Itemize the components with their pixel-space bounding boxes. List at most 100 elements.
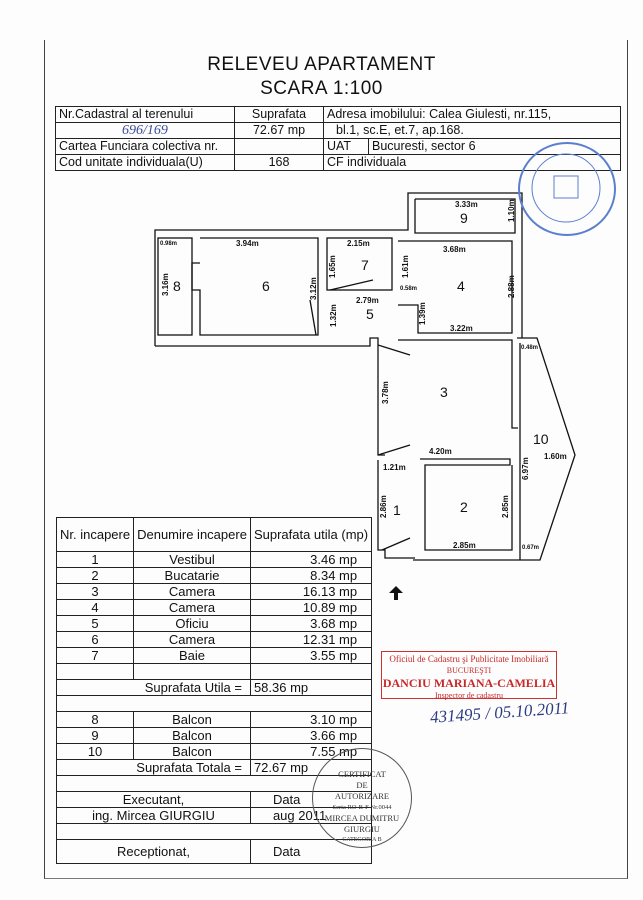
room-name: Vestibul — [133, 551, 251, 568]
header-name: Denumire incapere — [133, 517, 251, 552]
page-frame — [44, 40, 628, 879]
address-line1: Adresa imobilului: Calea Giulesti, nr.11… — [323, 106, 621, 123]
header-area: Suprafata utila (mp) — [249, 517, 373, 552]
util-surface-label: Suprafata Utila = — [56, 679, 251, 696]
room-2-walls — [420, 458, 513, 551]
stamp-line: MIRCEA DUMITRU — [324, 813, 400, 823]
room-nr: 1 — [55, 551, 135, 568]
stamp-line: BUCUREŞTI — [446, 666, 492, 675]
room-nr: 9 — [55, 727, 135, 744]
room-area: 3.10 mp — [249, 711, 373, 728]
dimension: 1.32m — [329, 304, 338, 327]
room-label: 9 — [460, 210, 468, 226]
authorization-stamp: CERTIFICAT DE AUTORIZARE Seria RO-B-F Nr… — [312, 748, 412, 848]
surface-value: 72.67 mp — [234, 122, 324, 139]
room-nr: 6 — [55, 631, 135, 648]
room-name: Balcon — [133, 743, 251, 760]
room-label: 6 — [262, 278, 270, 294]
document-scale: SCARA 1:100 — [260, 78, 383, 99]
room-area: 3.46 mp — [249, 551, 373, 568]
dimension: 3.68m — [443, 245, 466, 254]
dimension: 2.15m — [347, 239, 370, 248]
room-nr: 7 — [55, 647, 135, 664]
dimension: 3.33m — [455, 200, 478, 209]
stamp-line: CERTIFICAT — [338, 769, 386, 779]
dimension: 3.78m — [381, 381, 390, 404]
room-area: 16.13 mp — [249, 583, 373, 600]
room-area: 12.31 mp — [249, 631, 373, 648]
dimension: 2.79m — [356, 296, 379, 305]
room-numbers: 1 2 3 4 5 6 7 8 9 10 — [173, 210, 549, 518]
stamp-line: Seria RO-B-F Nr.0044 — [332, 804, 392, 811]
dimension-labels: 3.33m 1.10m 0.98m 3.94m 2.15m 3.68m 1.65… — [160, 199, 567, 551]
ocpi-stamp: Oficiul de Cadastru şi Publicitate Imobi… — [381, 651, 557, 700]
room-name: Oficiu — [133, 615, 251, 632]
walls — [154, 192, 576, 561]
dimension: 0.98m — [160, 241, 177, 247]
total-surface-label: Suprafata Totala = — [56, 759, 251, 776]
room-nr: 5 — [55, 615, 135, 632]
dimension: 0.58m — [400, 286, 417, 292]
room-nr: 4 — [55, 599, 135, 616]
receptionat-date-label: Data — [249, 839, 373, 864]
dimension: 1.10m — [507, 199, 516, 222]
receptionat-label: Receptionat, — [56, 839, 251, 864]
stamp-line: AUTORIZARE — [334, 791, 390, 801]
executant-name: ing. Mircea GIURGIU — [56, 807, 251, 824]
document-title: RELEVEU APARTAMENT — [207, 54, 436, 75]
room-label: 1 — [393, 502, 401, 518]
room-nr: 8 — [55, 711, 135, 728]
balcony-10-walls — [413, 337, 576, 561]
outer-wall-top — [154, 192, 523, 346]
room-1-walls — [377, 460, 415, 559]
dimension: 1.65m — [328, 255, 337, 278]
north-arrow-icon — [389, 586, 403, 600]
door-swing — [377, 444, 411, 456]
door-swing — [377, 344, 411, 356]
stamp-line: DE — [356, 780, 368, 790]
header-nr: Nr. incapere — [55, 517, 135, 552]
room-area: 3.68 mp — [249, 615, 373, 632]
stamp-line: Inspector de cadastru — [435, 691, 503, 700]
dimension: 2.88m — [507, 275, 516, 298]
stamp-line: GIURGIU — [344, 824, 380, 834]
stamp-line: CATEGORIA B — [342, 837, 382, 843]
room-name: Balcon — [133, 727, 251, 744]
room-name: Balcon — [133, 711, 251, 728]
room-3-walls — [398, 339, 518, 429]
room-label: 7 — [361, 257, 369, 273]
dimension: 3.16m — [161, 273, 170, 296]
room-name: Bucatarie — [133, 567, 251, 584]
room-nr: 3 — [55, 583, 135, 600]
door-swing — [381, 537, 411, 551]
cod-value: 168 — [234, 154, 324, 171]
dimension: 1.39m — [418, 302, 427, 325]
balcony-9-walls — [414, 198, 516, 234]
dimension: 1.61m — [401, 255, 410, 278]
dimension: 4.20m — [429, 447, 452, 456]
room-nr: 10 — [55, 743, 135, 760]
dimension: 0.67m — [522, 545, 539, 551]
dimension: 3.22m — [450, 324, 473, 333]
util-surface-row: Suprafata Utila =58.36 mp — [56, 679, 373, 696]
room-label: 10 — [533, 431, 549, 447]
dimension: 1.60m — [544, 452, 567, 461]
room-area: 8.34 mp — [249, 567, 373, 584]
seal-icon — [531, 153, 601, 223]
dimension: 2.85m — [453, 541, 476, 550]
room-nr: 2 — [55, 567, 135, 584]
room-label: 8 — [173, 278, 181, 294]
stamp-line: DANCIU MARIANA-CAMELIA — [382, 676, 556, 690]
dimension: 0.48m — [521, 345, 538, 351]
room-4-walls — [398, 240, 513, 334]
